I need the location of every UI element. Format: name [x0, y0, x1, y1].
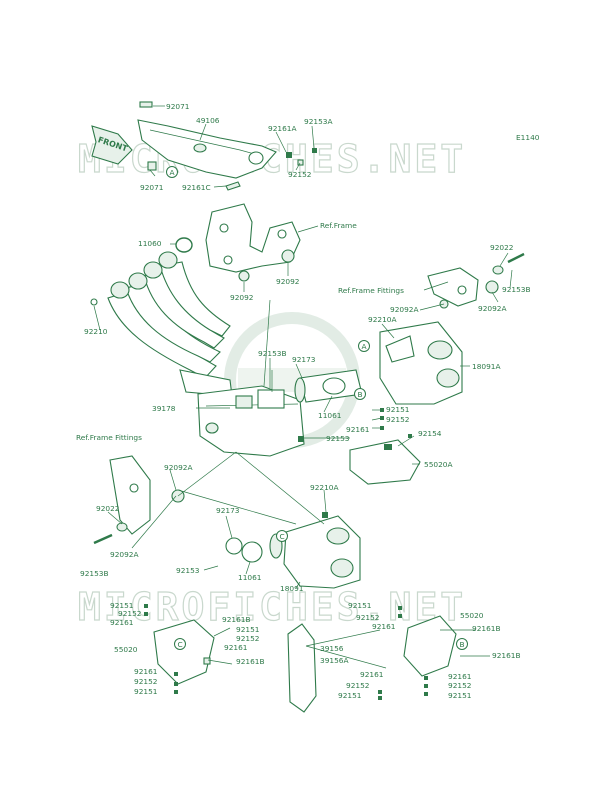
label: 18091 — [280, 584, 304, 593]
callout-circles: A A C C B B — [166, 166, 468, 650]
label: 11061 — [238, 573, 262, 582]
label: 92092A — [110, 550, 139, 559]
label: 55020 — [114, 645, 138, 654]
exhaust-headers — [90, 251, 233, 397]
label: 92071 — [166, 102, 190, 111]
label: 11061 — [318, 411, 342, 420]
label: 92153 — [176, 566, 200, 575]
label: 92210A — [310, 483, 339, 492]
label: 92022 — [96, 504, 120, 513]
label: 92161C — [182, 183, 211, 192]
footrest-bracket-right — [427, 252, 525, 309]
label: 92151 — [236, 625, 260, 634]
label: 92161 — [372, 622, 396, 631]
label: 55020A — [424, 460, 453, 469]
label: 92161 — [360, 670, 384, 679]
label: 92161B — [222, 615, 251, 624]
front-arrow-icon: FRONT — [91, 125, 133, 165]
label: 92161A — [268, 124, 297, 133]
label: 92153B — [80, 569, 109, 578]
heat-guard-lower-right — [403, 615, 457, 677]
label: 92152 — [288, 170, 312, 179]
label: 92153B — [502, 285, 531, 294]
label: 39156A — [320, 656, 349, 665]
label: 92151 — [134, 687, 158, 696]
muffler-right — [379, 321, 463, 405]
label: 92092 — [230, 293, 254, 302]
footrest-bracket-left — [93, 455, 185, 545]
muffler-left — [225, 512, 361, 589]
heat-shield-55020A — [349, 439, 421, 485]
label: 92152 — [356, 613, 380, 622]
label: 92152 — [346, 681, 370, 690]
label: 11060 — [138, 239, 162, 248]
label: 92161B — [472, 624, 501, 633]
label: 92092A — [164, 463, 193, 472]
label: 92151 — [386, 405, 410, 414]
label: 92151 — [338, 691, 362, 700]
label: 18091A — [472, 362, 501, 371]
svg-text:B: B — [460, 640, 465, 649]
label: 92161 — [346, 425, 370, 434]
label: 92092A — [478, 304, 507, 313]
label: Ref.Frame Fittings — [76, 433, 142, 442]
label: Ref.Frame — [320, 221, 357, 230]
svg-text:A: A — [170, 168, 175, 177]
label: 92152 — [236, 634, 260, 643]
connector-pipe — [271, 369, 363, 403]
label: 92152 — [134, 677, 158, 686]
label: 92161 — [448, 672, 472, 681]
label: 92151 — [448, 691, 472, 700]
gasket-11060 — [175, 237, 193, 253]
svg-text:C: C — [280, 532, 285, 541]
label: 92071 — [140, 183, 164, 192]
label: 49106 — [196, 116, 220, 125]
label: 92154 — [418, 429, 442, 438]
label: 92161B — [492, 651, 521, 660]
label: 39156 — [320, 644, 344, 653]
frame-bracket-top — [205, 203, 301, 282]
heat-shield-strap — [287, 623, 317, 713]
svg-text:C: C — [178, 640, 183, 649]
label: 92153B — [258, 349, 287, 358]
label: 92210A — [368, 315, 397, 324]
svg-text:B: B — [358, 390, 363, 399]
heat-guard-top — [137, 101, 317, 191]
label: 92152 — [386, 415, 410, 424]
label: 92173 — [216, 506, 240, 515]
label: 92210 — [84, 327, 108, 336]
label: 92092 — [276, 277, 300, 286]
heat-guard-lower-left — [153, 619, 215, 685]
label: 92173 — [292, 355, 316, 364]
label: Ref.Frame Fittings — [338, 286, 404, 295]
leader-lines — [93, 105, 513, 669]
label: 92161B — [236, 657, 265, 666]
label: 92161 — [134, 667, 158, 676]
watermark-bottom: MICROFICHES.NET — [78, 585, 466, 629]
label: 92153A — [304, 117, 333, 126]
exhaust-chamber — [197, 385, 305, 457]
label: 55020 — [460, 611, 484, 620]
label: 92161 — [224, 643, 248, 652]
label: 92151 — [348, 601, 372, 610]
label: 92022 — [490, 243, 514, 252]
label: 92151 — [110, 601, 134, 610]
label: 39178 — [152, 404, 176, 413]
svg-text:A: A — [362, 342, 367, 351]
label: 92153 — [326, 434, 350, 443]
label: 92152 — [448, 681, 472, 690]
label: 92092A — [390, 305, 419, 314]
part-labels: 92071 49106 92161A 92153A 92152 92161C 9… — [76, 102, 531, 700]
diagram-id: E1140 — [516, 133, 540, 142]
label: 92161 — [110, 618, 134, 627]
watermark-top: MICROFICHES.NET — [78, 137, 466, 181]
label: 92152 — [118, 609, 142, 618]
